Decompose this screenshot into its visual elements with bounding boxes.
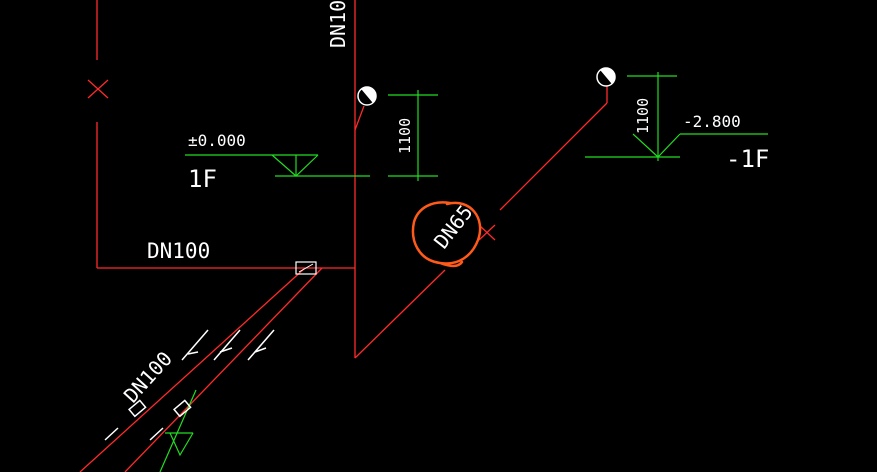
- floor-label-1f: 1F: [188, 165, 217, 193]
- diagonal-pipe-a: [79, 267, 306, 472]
- diagonal-pipe-b: [124, 267, 323, 472]
- elevation-triangle-icon: [632, 133, 681, 158]
- dimension-lines: [159, 72, 768, 472]
- valve-slash: [298, 263, 314, 273]
- pipe-label-vertical: DN10: [326, 0, 350, 48]
- x-mark-icon: [478, 224, 496, 241]
- pipe-break-marks: [104, 329, 275, 441]
- vent-cap-icon[interactable]: [357, 83, 380, 106]
- vent-cap-icon[interactable]: [596, 64, 619, 87]
- dimension-label-right: 1100: [634, 98, 652, 134]
- pipe-label-diagonal: DN100: [119, 347, 177, 408]
- elevation-triangle-icon: [271, 154, 319, 177]
- pipe-valve-icon[interactable]: [295, 261, 317, 275]
- pipe-network: [79, 0, 608, 472]
- elevation-value-b1: -2.800: [683, 112, 741, 131]
- elevation-triangle-icon: [169, 432, 194, 457]
- branch-pipe-lower: [354, 269, 446, 359]
- pipe-label-horizontal: DN100: [147, 239, 210, 263]
- highlight-annotation: [411, 201, 482, 268]
- branch-pipe-upper: [499, 102, 608, 211]
- dimension-label-left: 1100: [396, 118, 414, 154]
- floor-label-b1: -1F: [726, 145, 769, 173]
- x-mark-icon: [87, 79, 109, 99]
- vent-stub-pipe: [354, 105, 365, 131]
- elevation-value-1f: ±0.000: [188, 131, 246, 150]
